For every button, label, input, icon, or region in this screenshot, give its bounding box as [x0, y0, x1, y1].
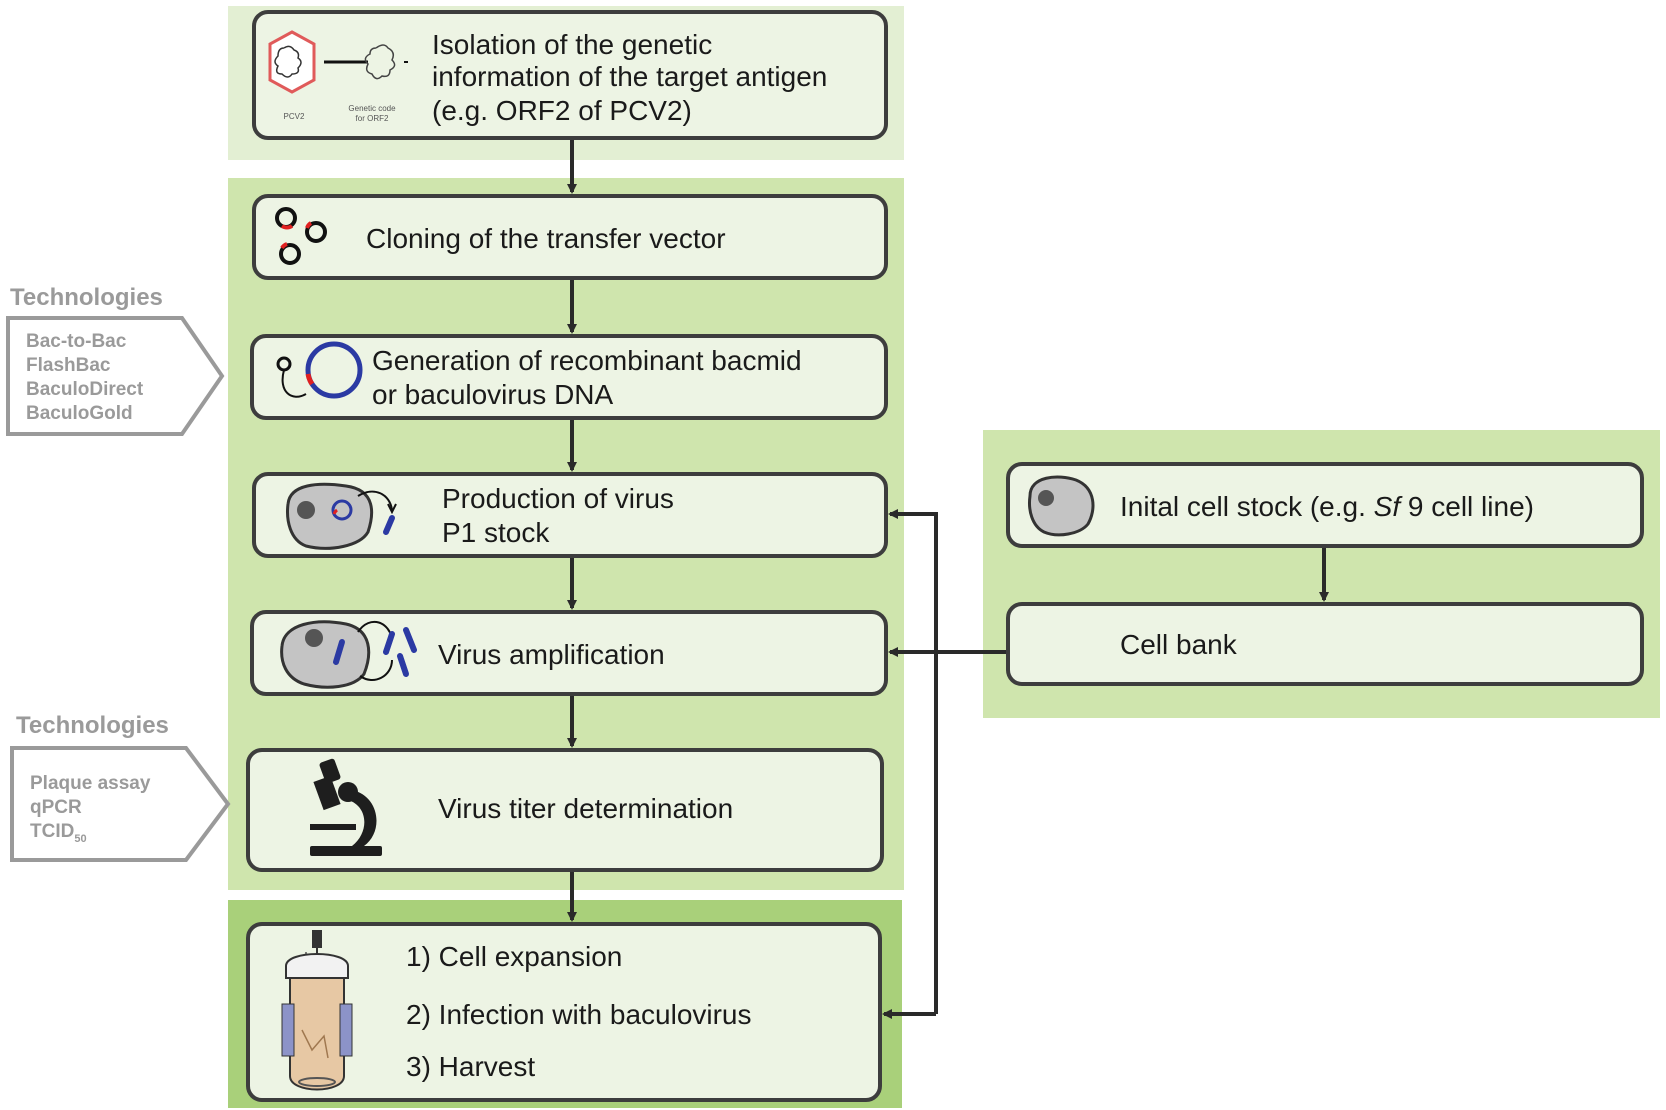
tcid-subscript: 50 [74, 832, 87, 845]
cell-stock-italic: Sf [1373, 491, 1401, 522]
technology-item: Plaque assay [30, 773, 151, 794]
isolation-text-line3: (e.g. ORF2 of PCV2) [432, 95, 692, 126]
isolation-text-line2: information of the target antigen [432, 61, 828, 92]
titer-box: Virus titer determination [246, 748, 884, 872]
amplification-label: Virus amplification [438, 639, 665, 670]
amplification-box: Virus amplification [250, 610, 888, 696]
technology-item: TCID50 [30, 820, 87, 851]
p1-text-line2: P1 stock [442, 517, 550, 548]
p1-text-line1: Production of virus [442, 483, 674, 514]
pcv2-label: PCV2 [283, 112, 305, 121]
expression-box: 1) Cell expansion 2) Infection with bacu… [246, 922, 882, 1102]
genetic-code-label-line1: Genetic code [348, 104, 396, 113]
technology-item: FlashBac [26, 355, 111, 376]
cell-bank-box: Cell bank [1006, 602, 1644, 686]
cell-stock-prefix: Inital cell stock (e.g. [1120, 491, 1374, 522]
bacmid-box: Generation of recombinant bacmid or bacu… [250, 334, 888, 420]
technology-item: BaculoGold [26, 403, 133, 424]
tcid-text: TCID [30, 821, 75, 842]
cell-stock-suffix: 9 cell line) [1400, 491, 1534, 522]
p1-stock-box: Production of virus P1 stock [252, 472, 888, 558]
technology-item: qPCR [30, 797, 82, 818]
cell-stock-label: Inital cell stock (e.g. Sf 9 cell line) [1120, 490, 1534, 524]
cloning-label: Cloning of the transfer vector [366, 223, 726, 254]
genetic-code-label-line2: for ORF2 [355, 114, 389, 123]
technology-item: BaculoDirect [26, 379, 144, 400]
expression-step-1: 1) Cell expansion [406, 941, 623, 972]
cell-stock-box: Inital cell stock (e.g. Sf 9 cell line) [1006, 462, 1644, 548]
expression-step-3: 3) Harvest [406, 1051, 536, 1082]
titer-label: Virus titer determination [438, 793, 734, 824]
isolation-text-line1: Isolation of the genetic [432, 29, 713, 60]
bacmid-text-line1: Generation of recombinant bacmid [372, 345, 802, 376]
expression-step-2: 2) Infection with baculovirus [406, 999, 752, 1030]
technologies-title-1: Technologies [10, 284, 163, 311]
bacmid-text-line2: or baculovirus DNA [372, 379, 614, 410]
cell-bank-label: Cell bank [1120, 629, 1237, 660]
technologies-title-2: Technologies [16, 712, 169, 739]
technology-item: Bac-to-Bac [26, 331, 127, 352]
isolation-box: Isolation of the genetic information of … [252, 10, 888, 140]
cloning-box: Cloning of the transfer vector [252, 194, 888, 280]
